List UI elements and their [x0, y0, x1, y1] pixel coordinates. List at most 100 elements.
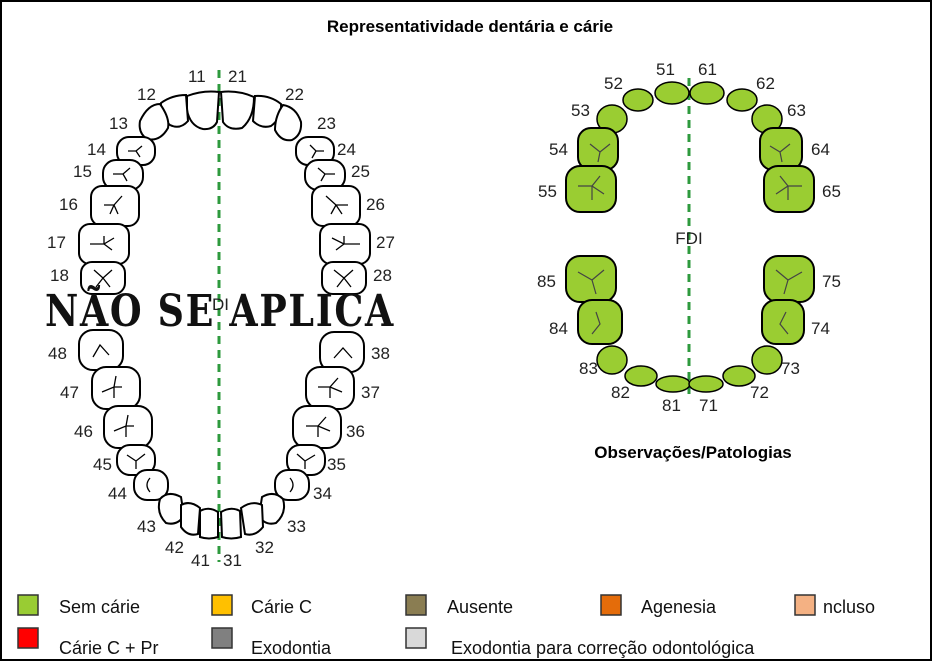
tooth-52[interactable]	[622, 88, 654, 112]
fissure-26	[325, 195, 348, 215]
tooth-47[interactable]	[91, 366, 141, 410]
fissure-18	[93, 269, 113, 288]
label-74: 74	[811, 319, 830, 338]
tooth-65[interactable]	[763, 165, 815, 213]
permanent-notation: DI	[212, 295, 229, 314]
label-13: 13	[109, 114, 128, 133]
label-32: 32	[255, 538, 274, 557]
fissure-85	[577, 269, 605, 295]
label-53: 53	[571, 101, 590, 120]
label-31: 31	[223, 551, 242, 570]
fissure-74	[779, 311, 789, 335]
label-84: 84	[549, 319, 568, 338]
fissure-64	[769, 143, 791, 163]
legend-swatch-carie-c-pr	[17, 627, 39, 649]
label-27: 27	[376, 233, 395, 252]
label-65: 65	[822, 182, 841, 201]
label-21: 21	[228, 67, 247, 86]
tooth-84[interactable]	[577, 299, 623, 345]
fissure-34	[289, 477, 294, 493]
fissure-38	[333, 347, 353, 359]
tooth-54[interactable]	[577, 127, 619, 171]
legend-label-incluso: ncluso	[823, 597, 875, 617]
label-51: 51	[656, 60, 675, 79]
tooth-72[interactable]	[722, 365, 756, 387]
label-62: 62	[756, 74, 775, 93]
tooth-73[interactable]	[751, 345, 783, 375]
label-48: 48	[48, 344, 67, 363]
fissure-24	[309, 144, 324, 159]
tooth-51[interactable]	[654, 81, 690, 105]
observations-label: Observações/Patologias	[594, 443, 791, 462]
tooth-83[interactable]	[596, 345, 628, 375]
legend-swatch-ausente	[405, 594, 427, 616]
fissure-75	[775, 269, 803, 295]
label-75: 75	[822, 272, 841, 291]
legend-label-exodontia: Exodontia	[251, 638, 332, 658]
label-63: 63	[787, 101, 806, 120]
label-22: 22	[285, 85, 304, 104]
legend: Sem cárie Cárie C Ausente Agenesia nclus…	[17, 594, 875, 658]
tooth-81[interactable]	[655, 375, 691, 393]
fissure-28	[333, 269, 354, 288]
tooth-43[interactable]	[157, 493, 186, 525]
fissure-37	[318, 377, 343, 398]
label-43: 43	[137, 517, 156, 536]
tooth-11[interactable]	[186, 90, 221, 131]
tooth-13[interactable]	[138, 102, 170, 141]
fissure-27	[331, 236, 360, 251]
label-16: 16	[59, 195, 78, 214]
label-28: 28	[373, 266, 392, 285]
label-71: 71	[699, 396, 718, 415]
tooth-23[interactable]	[273, 103, 303, 142]
label-82: 82	[611, 383, 630, 402]
label-73: 73	[781, 359, 800, 378]
fissure-16	[104, 195, 123, 215]
tooth-55[interactable]	[565, 165, 617, 213]
not-applicable-stamp: NÃO SE APLICA	[45, 284, 395, 337]
label-38: 38	[371, 344, 390, 363]
legend-label-carie-c: Cárie C	[251, 597, 312, 617]
tooth-62[interactable]	[726, 88, 758, 112]
tooth-21[interactable]	[219, 90, 256, 130]
tooth-34[interactable]	[274, 469, 310, 501]
label-23: 23	[317, 114, 336, 133]
label-54: 54	[549, 140, 568, 159]
tooth-42[interactable]	[180, 502, 202, 536]
tooth-74[interactable]	[761, 299, 805, 345]
tooth-41[interactable]	[199, 507, 219, 540]
label-46: 46	[74, 422, 93, 441]
label-15: 15	[73, 162, 92, 181]
tooth-31[interactable]	[219, 507, 243, 540]
tooth-46[interactable]	[103, 405, 153, 449]
legend-label-ausente: Ausente	[447, 597, 513, 617]
tooth-44[interactable]	[133, 469, 169, 501]
label-25: 25	[351, 162, 370, 181]
tooth-82[interactable]	[624, 365, 658, 387]
legend-swatch-exodontia	[211, 627, 233, 649]
label-11: 11	[188, 67, 206, 86]
fissure-55	[578, 175, 605, 200]
label-24: 24	[337, 140, 356, 159]
fissure-25	[317, 167, 335, 182]
label-41: 41	[191, 551, 210, 570]
label-44: 44	[108, 484, 127, 503]
tooth-32[interactable]	[239, 502, 265, 536]
tooth-61[interactable]	[689, 81, 725, 105]
label-42: 42	[165, 538, 184, 557]
fissure-44	[146, 477, 151, 493]
tooth-33[interactable]	[257, 493, 286, 525]
tooth-64[interactable]	[759, 127, 803, 171]
fissure-15	[113, 167, 131, 182]
legend-label-carie-c-pr: Cárie C + Pr	[59, 638, 159, 658]
legend-label-agenesia: Agenesia	[641, 597, 717, 617]
label-85: 85	[537, 272, 556, 291]
tooth-36[interactable]	[292, 405, 342, 449]
fissure-35	[296, 453, 316, 469]
label-33: 33	[287, 517, 306, 536]
fissure-45	[126, 453, 146, 469]
tooth-71[interactable]	[688, 375, 724, 393]
label-61: 61	[698, 60, 717, 79]
fissure-14	[128, 145, 143, 158]
